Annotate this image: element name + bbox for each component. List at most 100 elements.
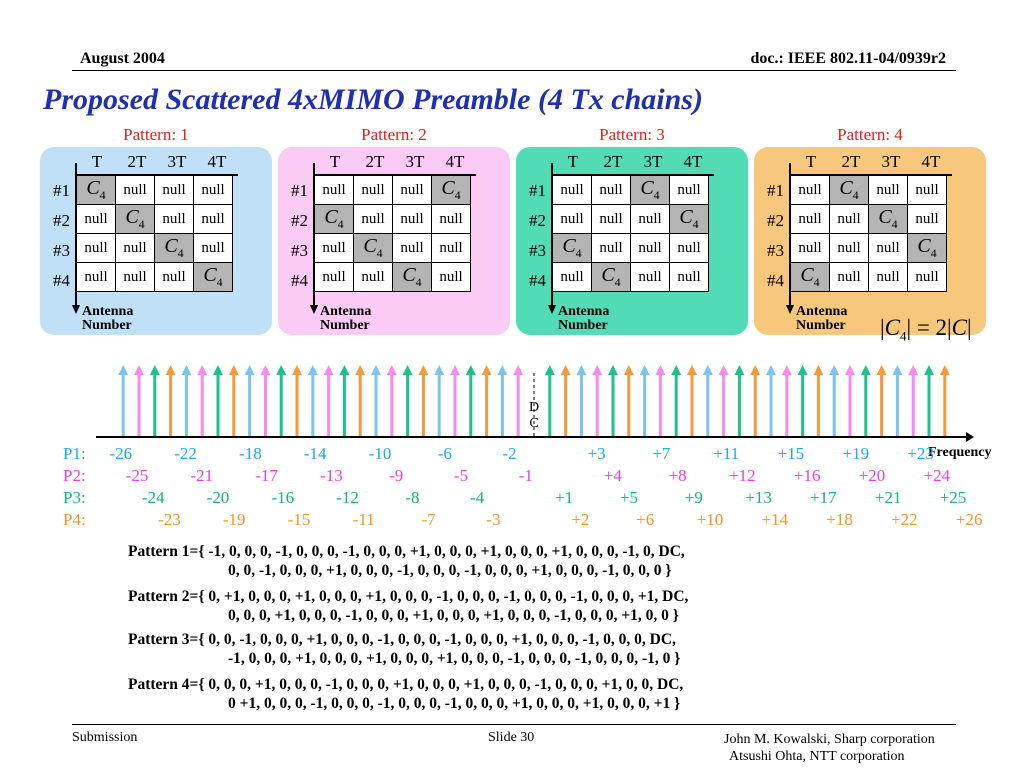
subcarrier-index: +9	[684, 488, 703, 507]
c4-cell: C4	[630, 175, 670, 205]
subcarrier-index: -16	[271, 488, 295, 507]
antenna-axis-arrowhead	[72, 305, 80, 314]
subcarrier-arrowhead	[718, 365, 729, 375]
subcarrier-arrowhead	[228, 365, 239, 375]
null-cell: null	[907, 204, 947, 234]
subcarrier-index: -18	[239, 444, 262, 463]
null-cell: null	[314, 233, 354, 263]
c4-cell: C4	[314, 204, 354, 234]
subcarrier-index: -3	[486, 510, 501, 529]
null-cell: null	[790, 204, 830, 234]
c4-cell: C4	[669, 204, 709, 234]
subcarrier-index: -6	[437, 444, 452, 463]
subcarrier-arrowhead	[323, 365, 334, 375]
c4-cell: C4	[591, 262, 631, 292]
subcarrier-index: -21	[190, 466, 214, 485]
magnitude-equation: |C4| = 2|C|	[880, 315, 972, 344]
row-header: #4	[767, 271, 784, 290]
subcarrier-index: +14	[761, 510, 789, 529]
null-cell: null	[868, 175, 908, 205]
subcarrier-arrowhead	[608, 365, 618, 375]
null-cell: null	[591, 233, 631, 263]
pattern-definition-line-2: -1, 0, 0, 0, +1, 0, 0, 0, +1, 0, 0, 0, +…	[228, 650, 681, 667]
subcarrier-index: +8	[668, 466, 687, 485]
null-cell: null	[829, 233, 869, 263]
null-cell: null	[193, 204, 233, 234]
column-header: 2T	[365, 152, 385, 171]
subcarrier-index: -12	[336, 488, 359, 507]
subcarrier-arrowhead	[339, 365, 350, 375]
row-header: #2	[767, 211, 784, 230]
subcarrier-arrowhead	[465, 365, 476, 375]
footer-submission: Submission	[72, 730, 138, 745]
null-cell: null	[630, 233, 670, 263]
subcarrier-arrowhead	[939, 365, 950, 375]
row-header: #1	[291, 181, 308, 200]
null-cell: null	[353, 175, 393, 205]
subcarrier-index: -10	[368, 444, 392, 463]
subcarrier-arrowhead	[639, 365, 650, 375]
subcarrier-index: +10	[696, 510, 724, 529]
subcarrier-index: +6	[636, 510, 655, 529]
column-header: 3T	[881, 152, 901, 171]
null-cell: null	[76, 262, 116, 292]
pattern-label-3: Pattern: 3	[599, 125, 665, 144]
null-cell: null	[868, 233, 908, 263]
dc-label-c: C	[529, 416, 538, 431]
subcarrier-arrowhead	[797, 365, 808, 375]
null-cell: null	[392, 204, 432, 234]
null-cell: null	[790, 175, 830, 205]
null-cell: null	[552, 204, 592, 234]
subcarrier-index: +20	[858, 466, 886, 485]
subcarrier-arrowhead	[307, 365, 318, 375]
subcarrier-index: -22	[174, 444, 197, 463]
subcarrier-arrowhead	[702, 365, 713, 375]
subcarrier-index: -7	[421, 510, 436, 529]
subcarrier-index: +2	[571, 510, 590, 529]
footer-rule	[72, 724, 956, 725]
subcarrier-index: -20	[206, 488, 230, 507]
subcarrier-arrowhead	[924, 365, 934, 375]
subcarrier-arrowhead	[197, 365, 208, 375]
column-header: 3T	[167, 152, 187, 171]
subcarrier-index: +12	[729, 466, 756, 485]
antenna-axis-arrowhead	[548, 305, 556, 314]
c4-cell: C4	[193, 262, 233, 292]
null-cell: null	[314, 262, 354, 292]
pattern-definition-line-1: Pattern 1={ -1, 0, 0, 0, -1, 0, 0, 0, -1…	[128, 543, 685, 560]
subcarrier-index: -14	[303, 444, 327, 463]
null-cell: null	[630, 262, 670, 292]
null-cell: null	[353, 262, 393, 292]
antenna-axis-arrowhead	[786, 305, 794, 314]
subcarrier-index: +1	[555, 488, 574, 507]
pattern-label-2: Pattern: 2	[361, 125, 427, 144]
subcarrier-index: +11	[713, 444, 740, 463]
header-date: August 2004	[80, 50, 165, 67]
subcarrier-index: -15	[287, 510, 311, 529]
pattern-row-label: P2:	[63, 466, 86, 485]
null-cell: null	[790, 233, 830, 263]
subcarrier-index: -2	[502, 444, 517, 463]
subcarrier-arrowhead	[149, 365, 160, 375]
footer-author-1: John M. Kowalski, Sharp corporation	[724, 732, 935, 747]
null-cell: null	[669, 175, 709, 205]
row-header: #1	[767, 181, 784, 200]
header-rule	[72, 70, 956, 71]
column-header: 4T	[683, 152, 703, 171]
subcarrier-arrowhead	[355, 365, 366, 375]
pattern-label-4: Pattern: 4	[837, 125, 903, 144]
null-cell: null	[868, 262, 908, 292]
subcarrier-arrowhead	[592, 365, 603, 375]
column-header: 2T	[603, 152, 623, 171]
pattern-definition-line-1: Pattern 3={ 0, 0, -1, 0, 0, 0, +1, 0, 0,…	[128, 631, 676, 648]
pattern-definition-line-1: Pattern 4={ 0, 0, 0, +1, 0, 0, 0, -1, 0,…	[128, 676, 684, 693]
c4-cell: C4	[829, 175, 869, 205]
column-header: 4T	[445, 152, 465, 171]
c4-cell: C4	[431, 175, 471, 205]
footer-author-2: Atsushi Ohta, NTT corporation	[729, 749, 905, 764]
subcarrier-arrowhead	[134, 365, 144, 375]
subcarrier-index: +19	[842, 444, 870, 463]
subcarrier-index: -5	[453, 466, 469, 485]
subcarrier-arrowhead	[371, 365, 381, 375]
